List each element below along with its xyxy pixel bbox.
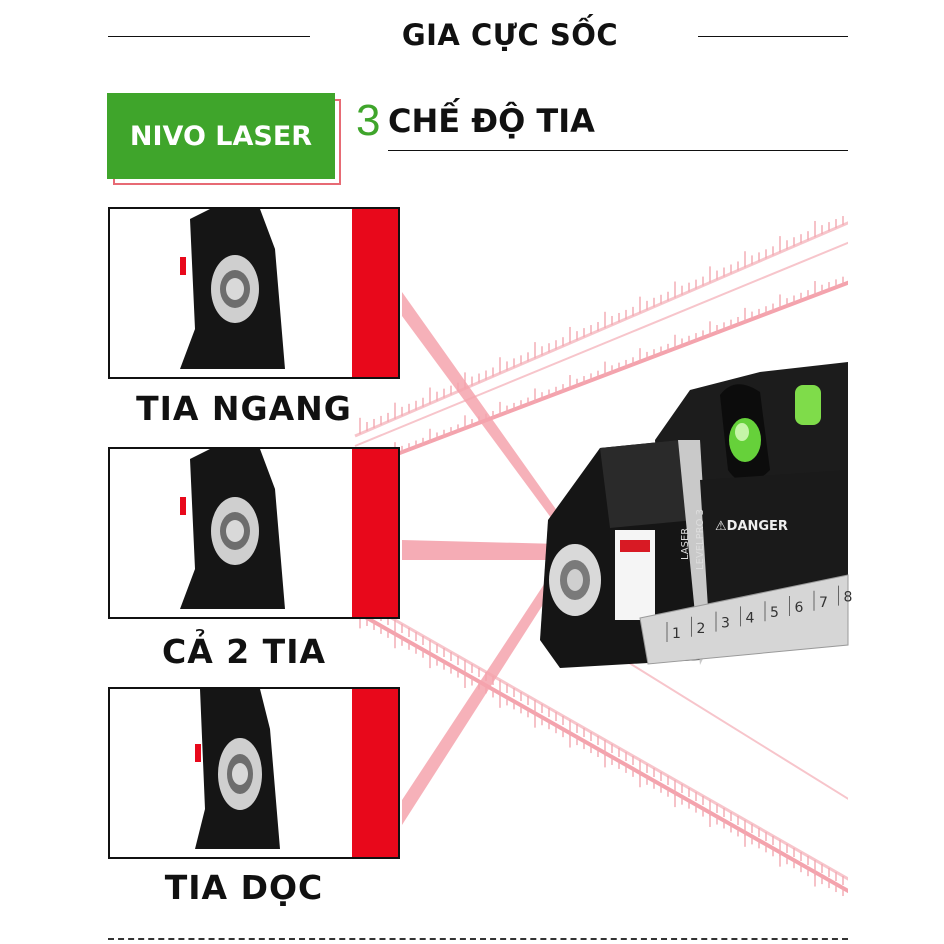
header-right-rule	[698, 36, 848, 37]
device-front-view	[180, 449, 285, 609]
ruler-number: 5	[770, 605, 779, 621]
caption-vertical: TIA DỌC	[164, 868, 324, 907]
ruler-number: 4	[746, 610, 755, 626]
mode-label: CHẾ ĐỘ TIA	[388, 102, 595, 140]
header-left-rule	[108, 36, 310, 37]
badge-label: NIVO LASER	[129, 120, 313, 152]
mode-panel-vertical	[108, 687, 400, 859]
upper-tape-ruler	[354, 216, 848, 472]
caption-both: CẢ 2 TIA	[161, 632, 327, 671]
laser-beam-indicator	[352, 209, 398, 377]
laser-beam-indicator	[352, 449, 398, 617]
ruler-number: 1	[672, 626, 681, 642]
device-brand-line2: LEVELPRO 3	[695, 509, 706, 570]
mode-panel-horizontal	[108, 207, 400, 379]
ruler-number: 6	[795, 600, 804, 616]
ruler-number: 3	[721, 616, 730, 632]
page-title: GIA CỰC SỐC	[401, 18, 619, 52]
device-front-view	[180, 209, 285, 369]
device-warning-label: ⚠DANGER	[715, 519, 788, 534]
horizontal-beam-middle	[402, 540, 560, 560]
bottom-dashed-divider	[108, 938, 848, 940]
mode-panel-both	[108, 447, 400, 619]
device-brand-line1: LASER	[680, 528, 691, 560]
product-badge: NIVO LASER	[107, 93, 335, 179]
lower-tape-ruler	[359, 598, 848, 897]
ruler-number: 2	[697, 621, 706, 637]
caption-horizontal: TIA NGANG	[136, 389, 352, 428]
laser-beam-indicator	[352, 689, 398, 857]
vertical-beam	[402, 560, 560, 825]
mode-underline	[388, 150, 848, 151]
horizontal-beam-upper	[402, 292, 560, 530]
ruler-number: 8	[844, 590, 853, 606]
device-front-view	[195, 689, 280, 849]
mode-count: 3	[356, 96, 381, 145]
ruler-number: 7	[819, 595, 828, 611]
